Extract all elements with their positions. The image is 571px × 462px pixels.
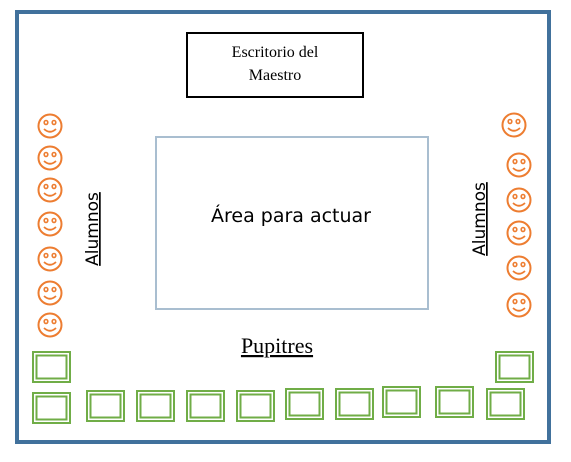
desk-square-icon — [32, 351, 71, 383]
teacher-desk-box — [186, 32, 364, 98]
desk-square-icon — [382, 386, 421, 418]
students-right-label: Alumnos — [470, 182, 490, 256]
desk-square-icon — [435, 386, 474, 418]
smiley-face-icon — [37, 145, 63, 171]
desk-square-icon — [486, 388, 525, 420]
desk-square-icon — [186, 390, 225, 422]
smiley-face-icon — [37, 280, 63, 306]
smiley-face-icon — [37, 211, 63, 237]
smiley-face-icon — [506, 220, 532, 246]
smiley-face-icon — [501, 112, 527, 138]
desks-group — [32, 351, 534, 424]
students-left-group — [37, 113, 63, 338]
smiley-face-icon — [37, 113, 63, 139]
teacher-desk-label-line2: Maestro — [249, 67, 301, 84]
teacher-desk-label-line1: Escritorio del — [232, 44, 319, 61]
classroom-border — [15, 10, 551, 444]
desk-square-icon — [86, 390, 125, 422]
smiley-face-icon — [37, 246, 63, 272]
desk-square-icon — [495, 351, 534, 383]
smiley-face-icon — [506, 255, 532, 281]
desk-square-icon — [136, 390, 175, 422]
desk-square-icon — [236, 390, 275, 422]
teacher-desk: Escritorio del Maestro — [186, 32, 364, 98]
desk-square-icon — [32, 392, 71, 424]
smiley-face-icon — [506, 152, 532, 178]
desks-label: Pupitres — [241, 333, 313, 358]
smiley-face-icon — [37, 177, 63, 203]
acting-area-box — [155, 136, 429, 310]
desk-square-icon — [285, 388, 324, 420]
acting-area-label: Área para actuar — [211, 204, 371, 227]
desk-square-icon — [335, 388, 374, 420]
students-right-group — [501, 112, 532, 318]
smiley-face-icon — [37, 312, 63, 338]
smiley-face-icon — [506, 292, 532, 318]
smiley-face-icon — [506, 187, 532, 213]
students-left-label: Alumnos — [83, 192, 103, 266]
acting-area: Área para actuar — [155, 136, 429, 310]
